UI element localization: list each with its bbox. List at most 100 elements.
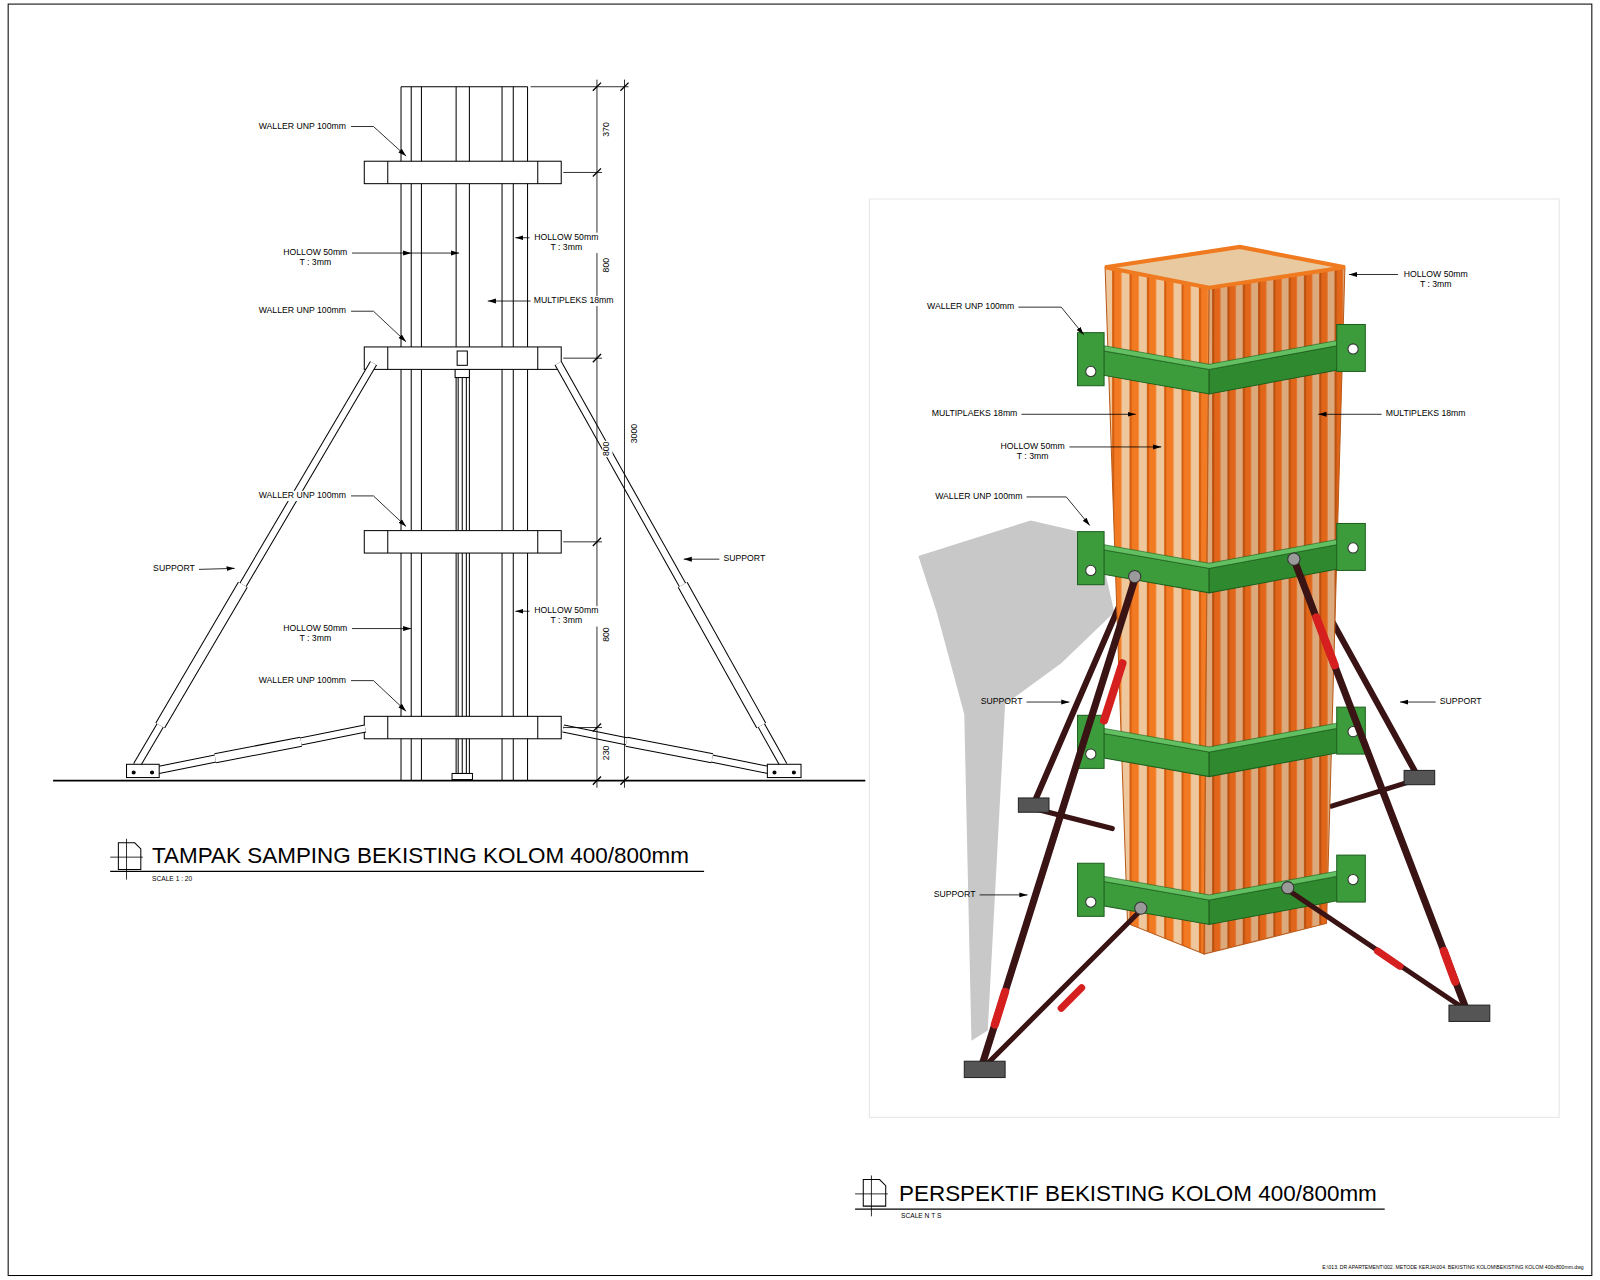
base-plate — [1449, 1005, 1490, 1021]
scale-note: SCALE 1 : 20 — [151, 874, 193, 882]
leader-line — [352, 253, 411, 254]
dimension-line — [596, 80, 597, 788]
title-symbol — [855, 1176, 888, 1217]
waller-beam — [387, 716, 388, 738]
base-plate — [127, 764, 160, 777]
title-symbol — [110, 839, 1384, 1217]
part-label: MULTIPLAEKS 18mm — [931, 409, 1019, 419]
rod-joint — [1129, 570, 1141, 582]
support-strut — [137, 363, 784, 771]
ground-line — [53, 780, 865, 782]
leader-line — [1021, 414, 1135, 415]
dimension: 800 — [602, 257, 612, 274]
part-label: HOLLOW 50mm T : 3mm — [532, 233, 601, 253]
title-symbol — [118, 843, 140, 870]
leader-line — [684, 559, 720, 560]
waller-beam — [387, 531, 388, 553]
support-strut — [683, 585, 762, 726]
view-title: TAMPAK SAMPING BEKISTING KOLOM 400/800mm — [151, 843, 690, 869]
rod-joint — [1282, 882, 1294, 894]
support-strut — [137, 363, 374, 765]
part-label: WALLER UNP 100mm — [934, 492, 1023, 502]
multiplex-top — [1105, 247, 1345, 288]
base-plate — [1018, 798, 1049, 812]
part-label: SUPPORT — [933, 890, 977, 900]
support-strut — [683, 585, 762, 726]
leader-line — [1349, 274, 1398, 275]
support-strut — [215, 742, 301, 758]
part-label: HOLLOW 50mm T : 3mm — [998, 442, 1067, 462]
scale-note: SCALE N T S — [900, 1212, 942, 1220]
waller-beam — [537, 716, 538, 738]
part-label: HOLLOW 50mm T : 3mm — [1401, 269, 1470, 289]
dimension: 800 — [602, 441, 612, 458]
dimension-line — [531, 80, 629, 788]
support-rod — [1332, 781, 1414, 807]
leader-line — [199, 127, 719, 712]
column-lines — [527, 87, 528, 781]
rod-joint — [1135, 902, 1147, 914]
leader-line — [351, 311, 406, 342]
column-lines — [401, 87, 402, 781]
support-rod — [1378, 951, 1400, 966]
support-rod — [985, 910, 1141, 1066]
waller-unp — [1078, 324, 1366, 393]
support-strut — [627, 742, 713, 758]
part-label: WALLER UNP 100mm — [258, 121, 347, 131]
support-strut — [151, 729, 365, 772]
title-symbol — [110, 871, 704, 872]
support-rod — [1294, 559, 1467, 1012]
dimension-line — [531, 86, 629, 87]
part-label: WALLER UNP 100mm — [258, 676, 347, 686]
support-strut — [558, 363, 784, 765]
base-plate — [964, 1061, 1005, 1077]
leader-line — [352, 628, 411, 629]
waller-unp — [1078, 707, 1366, 776]
waller-beam — [364, 716, 561, 738]
support-strut — [558, 363, 784, 765]
support-strut — [627, 742, 713, 758]
waller-beam — [364, 161, 561, 183]
support-strut — [563, 729, 775, 772]
base-plate — [767, 764, 801, 777]
dimension-line — [624, 80, 625, 788]
view-frame — [869, 199, 1559, 1117]
central-prop — [458, 369, 466, 773]
waller-beam — [537, 347, 538, 369]
leader-line — [1018, 307, 1083, 335]
leader-line — [980, 274, 1436, 894]
leader-line — [1400, 702, 1436, 703]
support-strut — [137, 363, 374, 765]
leader-line — [199, 568, 235, 569]
waller-unp — [1078, 523, 1366, 592]
support-strut — [215, 742, 301, 758]
support-strut — [160, 585, 243, 726]
support-rod — [1033, 580, 1131, 807]
waller-beam — [387, 161, 388, 183]
leader-line — [488, 301, 531, 302]
leader-line — [980, 894, 1028, 895]
column-lines — [401, 86, 528, 87]
leader-line — [1069, 446, 1161, 447]
sheet-border — [8, 4, 1592, 1275]
waller-beam — [537, 531, 538, 553]
leader-line — [351, 496, 406, 527]
part-label: SUPPORT — [722, 554, 766, 564]
waller-beam — [457, 351, 467, 365]
base-plate — [132, 771, 135, 774]
base-plate — [1404, 770, 1435, 784]
support-rod — [1288, 890, 1470, 1012]
leader-line — [411, 253, 459, 254]
column-lines — [502, 87, 503, 781]
support-rod — [1061, 988, 1081, 1008]
support-strut — [151, 729, 365, 772]
column-lines — [421, 87, 422, 781]
support-rod — [995, 992, 1005, 1025]
support-rod — [1444, 951, 1455, 982]
support-rod — [982, 559, 1470, 1066]
dimension: 800 — [602, 626, 612, 643]
view-title: PERSPEKTIF BEKISTING KOLOM 400/800mm — [898, 1181, 1378, 1207]
dimension: 370 — [602, 121, 612, 138]
column-lines — [513, 87, 514, 781]
part-label: HOLLOW 50mm T : 3mm — [532, 606, 601, 626]
